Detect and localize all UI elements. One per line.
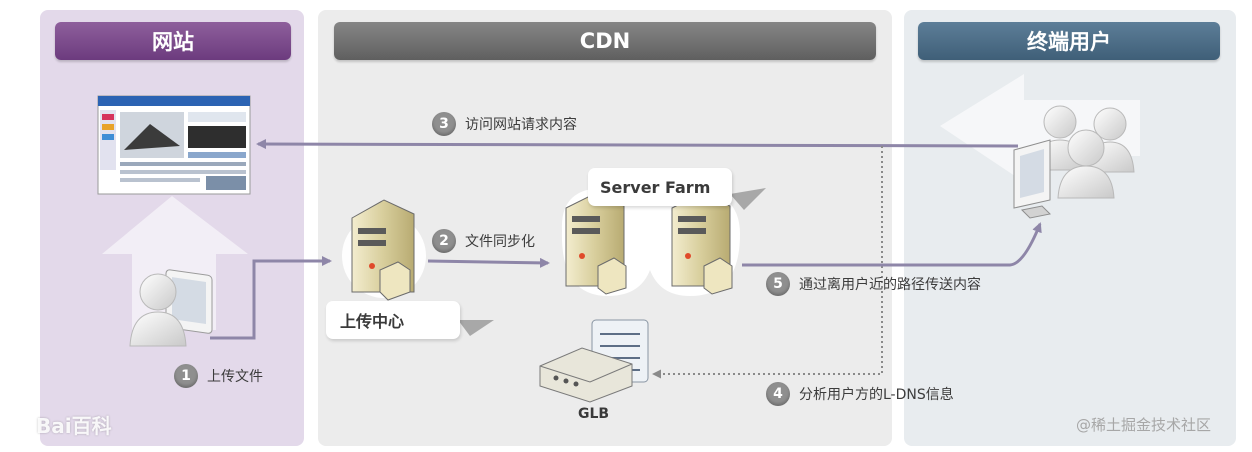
step-number-badge: 2 [432,229,456,253]
step4-ldns-dotted-arrow [652,146,883,379]
upload-center-label: 上传中心 [326,301,460,339]
server-farm-icon [561,188,740,296]
baidu-watermark: Bai百科 [36,414,112,438]
upload-center-server-icon [342,199,426,301]
end-users-header: 终端用户 [918,22,1220,60]
glb-label: GLB [578,406,610,422]
step-5: 5 通过离用户近的路径传送内容 [766,272,981,296]
step-label: 上传文件 [207,369,263,385]
juejin-watermark: @稀土掘金技术社区 [1076,416,1212,434]
step-number-badge: 1 [174,364,198,388]
website-header: 网站 [55,22,291,60]
step-number-badge: 5 [766,272,790,296]
step-label: 通过离用户近的路径传送内容 [799,277,981,293]
uploader-user-icon [129,269,213,347]
step1-upload-arrow [210,256,332,340]
step2-sync-arrow [427,257,550,268]
server-farm-label-tail [730,188,766,210]
step-label: 分析用户方的L-DNS信息 [799,387,954,403]
glb-device-icon [539,319,649,403]
step-label: 访问网站请求内容 [465,117,577,133]
step-2: 2 文件同步化 [432,229,535,253]
step-label: 文件同步化 [465,234,535,250]
server-farm-label: Server Farm [588,168,732,206]
end-users-icon [1013,105,1135,219]
end-users-panel [904,10,1236,446]
step-3: 3 访问网站请求内容 [432,112,577,136]
step-1: 1 上传文件 [174,364,263,388]
step-number-badge: 3 [432,112,456,136]
upload-center-label-tail [458,320,494,336]
step-number-badge: 4 [766,382,790,406]
cdn-header: CDN [334,22,876,60]
step5-delivery-arrow [742,222,1042,267]
step3-request-arrow [256,139,1019,150]
step-4: 4 分析用户方的L-DNS信息 [766,382,954,406]
website-screenshot-thumbnail [97,95,251,195]
